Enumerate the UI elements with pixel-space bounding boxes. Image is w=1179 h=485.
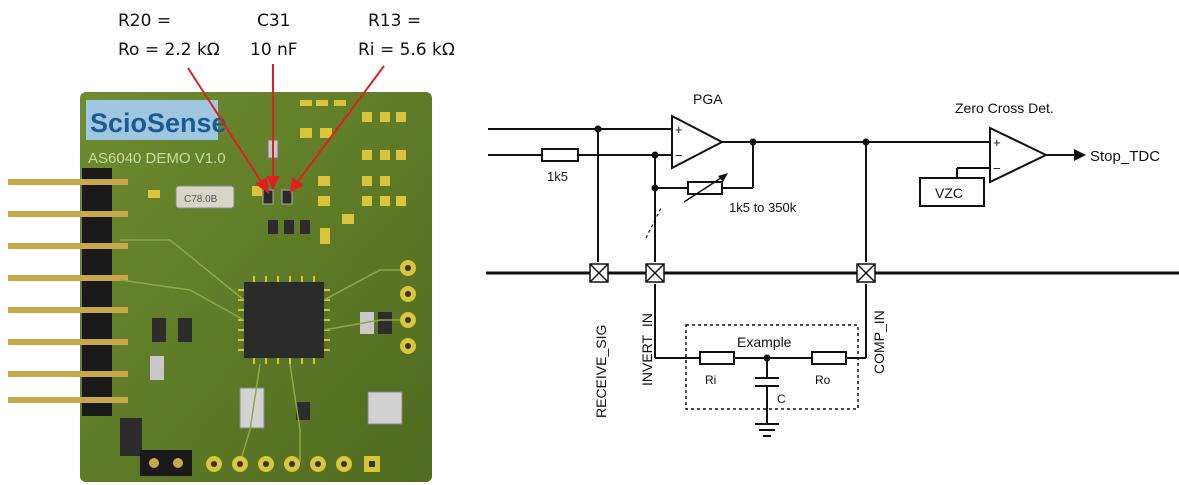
main-ic-chip [244,282,324,358]
capacitor-right [367,391,403,425]
header-pins [8,179,128,403]
vzc-label: VZC [935,185,963,201]
pin-receive-sig [589,263,609,283]
circuit-schematic: + − + − PGA Zero Cross Det. Stop_TDC 1k5… [486,91,1179,437]
example-label: Example [737,334,792,350]
zcd-plus: + [993,135,1001,150]
ri-resistor [699,351,735,365]
pcb-traces [119,239,408,463]
ic-pins [238,276,330,364]
r13-annotation-line1: R13 = [368,11,422,31]
example-box [685,324,859,410]
r20-annotation-line1: R20 = [118,11,172,31]
ro-resistor [811,351,847,365]
zero-cross-comparator [989,126,1049,184]
annotation-arrows [187,64,385,195]
r13-annotation-line2: Ri = 5.6 kΩ [358,40,455,60]
pga-amplifier [671,114,725,170]
r20-annotation-line2: Ro = 2.2 kΩ [118,40,220,60]
r13-resistor [281,189,293,205]
bottom-holes [206,456,380,472]
pin-comp-in [856,263,876,283]
zero-cross-label: Zero Cross Det. [955,100,1054,116]
pga-label: PGA [693,91,723,107]
invert-in-label: INVERT_IN [639,313,655,386]
pad-cluster [148,100,406,244]
receive-sig-label: RECEIVE_SIG [593,325,609,418]
board-model-label: AS6040 DEMO V1.0 [88,150,226,167]
feedback-resistor-label: 1k5 to 350k [729,200,797,215]
variable-arrow [683,175,725,203]
logo-background [86,100,218,140]
pga-minus: − [675,148,683,163]
ri-label: Ri [705,373,716,387]
junction-dots [594,125,870,362]
input-resistor-1k5 [541,148,579,162]
pin-header [82,168,112,416]
r20-arrow [187,67,265,187]
jumper-header [140,450,192,476]
capacitor-bottom [239,387,265,429]
stop-tdc-arrow [1074,149,1086,161]
right-holes [400,260,416,354]
r13-arrow [295,65,385,185]
vzc-box [919,177,985,207]
c31-annotation-line2: 10 nF [250,40,298,60]
crystal-label: C78.0B [184,194,218,205]
pga-plus: + [675,122,683,137]
demo-board-photo: ScioSense AS6040 DEMO V1.0 C78.0B [8,64,432,482]
c31-annotation-line1: C31 [257,11,291,31]
comp-in-label: COMP_IN [871,310,887,374]
ro-label: Ro [815,373,831,387]
zcd-minus: − [993,161,1001,176]
c-label: C [777,392,786,406]
input-resistor-label: 1k5 [547,169,568,184]
smd-parts [120,220,392,456]
crystal [175,185,235,209]
stop-tdc-label: Stop_TDC [1090,148,1160,165]
pin-invert-in [645,263,665,283]
logo-text: ScioSense [90,108,227,138]
